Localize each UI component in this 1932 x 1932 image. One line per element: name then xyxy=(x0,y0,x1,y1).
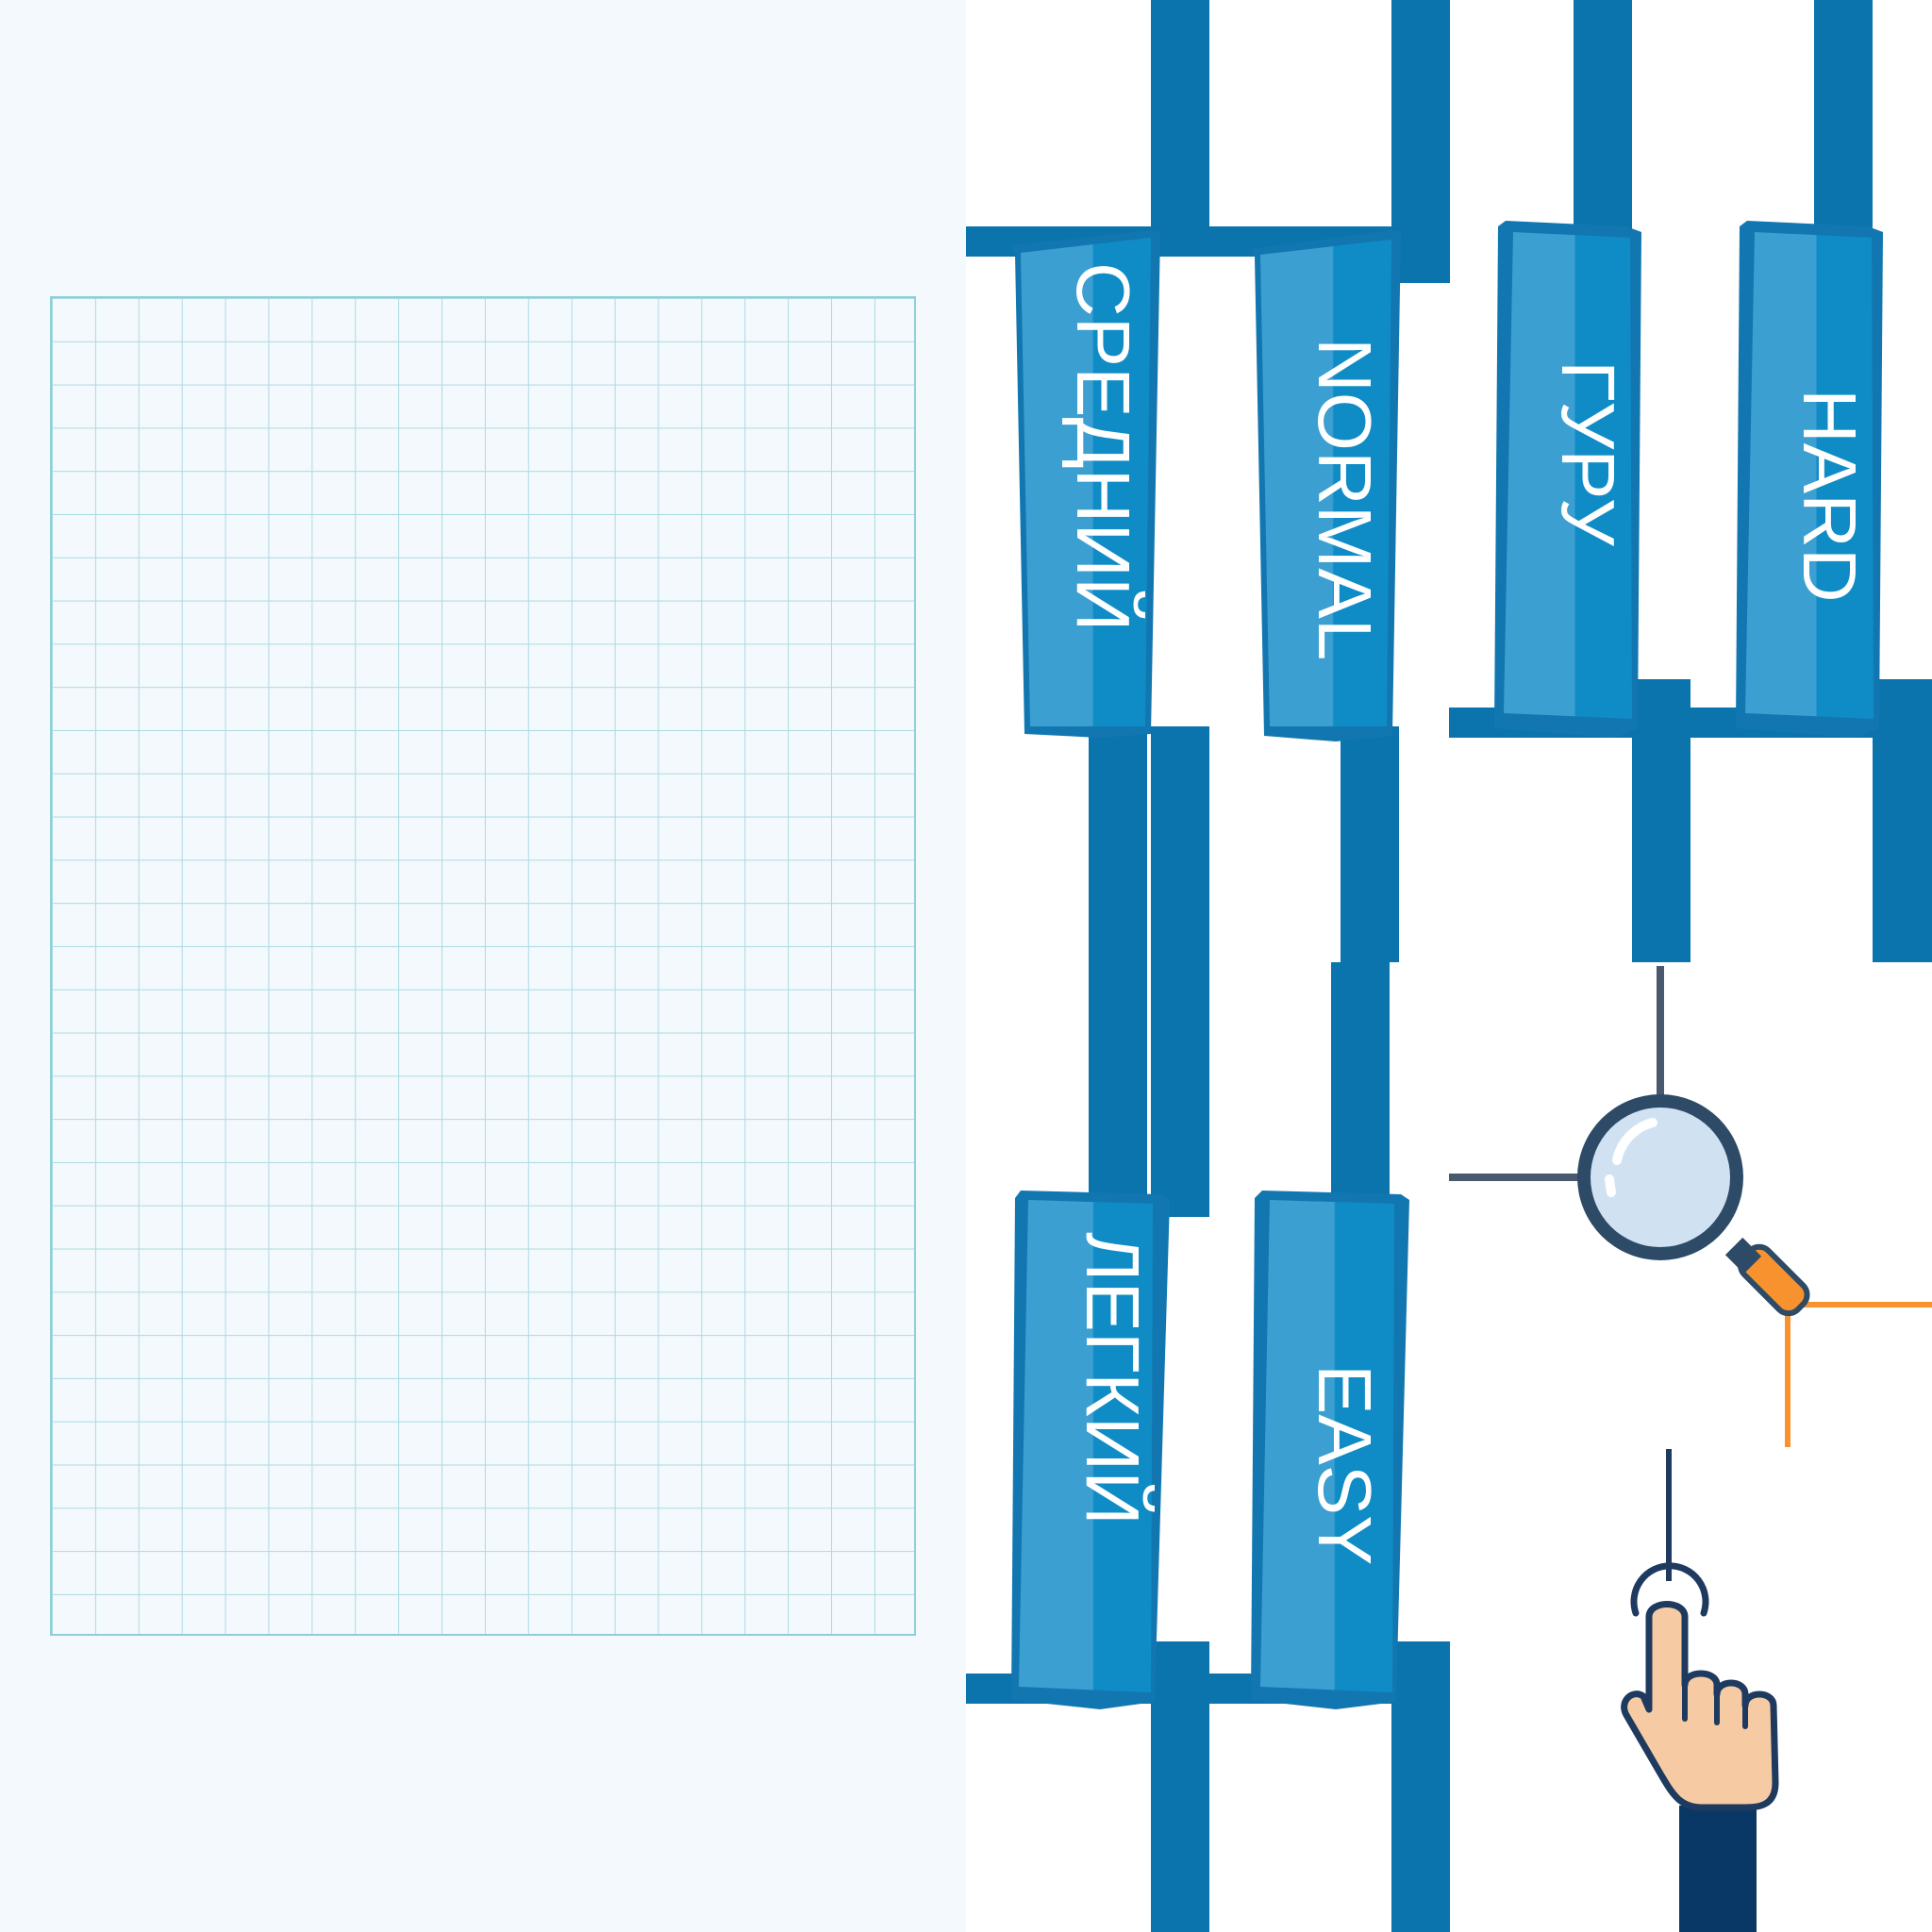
flag-legkiy[interactable]: ЛЕГКИЙ xyxy=(1011,1191,1170,1709)
grid-paper xyxy=(50,296,916,1636)
flag-label-legkiy: ЛЕГКИЙ xyxy=(1071,1232,1156,1525)
pointing-hand-icon[interactable] xyxy=(1621,1449,1779,1932)
flag-guru[interactable]: ГУРУ xyxy=(1494,221,1641,738)
flag-label-guru: ГУРУ xyxy=(1546,360,1630,547)
flag-label-hard: HARD xyxy=(1788,389,1872,603)
flag-normal[interactable]: NORMAL xyxy=(1251,230,1401,741)
flag-label-easy: EASY xyxy=(1303,1364,1387,1565)
grid-panel xyxy=(0,0,966,1932)
flag-label-sredniy: СРЕДНИЙ xyxy=(1061,262,1146,631)
sprite-panel: СРЕДНИЙ NORMAL ГУРУ HARD xyxy=(966,0,1932,1932)
flag-easy[interactable]: EASY xyxy=(1251,1191,1409,1709)
flag-label-normal: NORMAL xyxy=(1303,338,1387,660)
flag-hard[interactable]: HARD xyxy=(1736,221,1883,738)
magnifier-icon[interactable] xyxy=(1449,966,1932,1447)
sprites-canvas: СРЕДНИЙ NORMAL ГУРУ HARD xyxy=(966,0,1932,1932)
flag-sredniy[interactable]: СРЕДНИЙ xyxy=(1011,230,1160,738)
